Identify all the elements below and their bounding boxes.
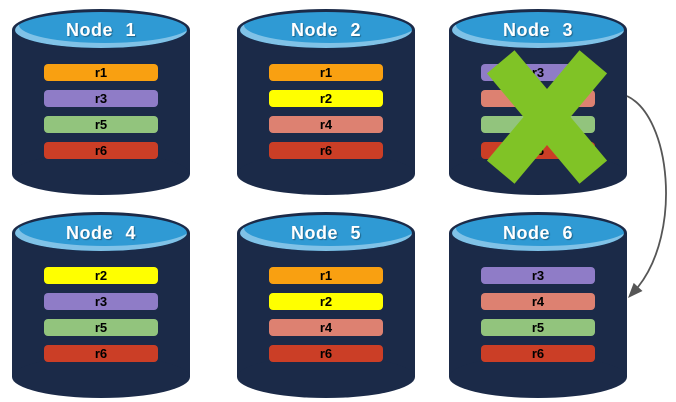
replica-bar-r2: r2: [44, 267, 158, 284]
replica-label: r6: [94, 143, 108, 158]
replica-label: r5: [94, 320, 108, 335]
failover-arrowhead-icon: [628, 282, 643, 298]
node-6: Node 6 r3 r4 r5 r6: [449, 212, 627, 398]
replica-bar-r6: r6: [269, 142, 383, 159]
cylinder-top-cap: Node 3: [449, 9, 627, 51]
node-1: Node 1 r1 r3 r5 r6: [12, 9, 190, 195]
failure-x-icon: [449, 9, 627, 195]
node-title: Node 3: [502, 19, 573, 40]
replica-bar-r5: r5: [481, 319, 595, 336]
replica-label: r2: [94, 268, 108, 283]
replica-list: r1 r3 r5 r6: [44, 64, 158, 168]
replica-label: r4: [531, 294, 545, 309]
replica-label: r1: [94, 65, 108, 80]
node-title: Node 4: [65, 222, 136, 243]
replica-label: r1: [319, 268, 333, 283]
cylinder-top-cap: Node 5: [237, 212, 415, 254]
replica-bar-r6: r6: [44, 345, 158, 362]
replica-bar-r5: r5: [44, 319, 158, 336]
node-title: Node 6: [502, 222, 573, 243]
replica-label: r3: [94, 91, 108, 106]
node-title: Node 2: [290, 19, 361, 40]
replica-bar-r2: r2: [269, 90, 383, 107]
replica-bar-r6: r6: [44, 142, 158, 159]
replica-list: r2 r3 r5 r6: [44, 267, 158, 371]
node-2: Node 2 r1 r2 r4 r6: [237, 9, 415, 195]
replica-label: r5: [531, 320, 545, 335]
replica-bar-r3: r3: [481, 267, 595, 284]
replica-label: r3: [531, 268, 545, 283]
replica-bar-r6: r6: [269, 345, 383, 362]
replica-label: r1: [319, 65, 333, 80]
cylinder-bottom-cap: [237, 153, 415, 195]
replica-bar-r1: r1: [269, 64, 383, 81]
cylinder-bottom-cap: [12, 356, 190, 398]
replica-bar-r3: r3: [44, 90, 158, 107]
node-title: Node 5: [290, 222, 361, 243]
replica-label: r6: [531, 346, 545, 361]
replica-label: r6: [94, 346, 108, 361]
replica-label: r4: [319, 320, 333, 335]
cylinder-top-cap: Node 6: [449, 212, 627, 254]
replica-bar-r4: r4: [269, 116, 383, 133]
cylinder-top-cap: Node 1: [12, 9, 190, 51]
node-title: Node 1: [65, 19, 136, 40]
replica-bar-r4: r4: [481, 293, 595, 310]
cylinder-bottom-cap: [237, 356, 415, 398]
cylinder-bottom-cap: [12, 153, 190, 195]
replica-list: r3 r4 r5 r6: [481, 267, 595, 371]
replica-bar-r1: r1: [269, 267, 383, 284]
replica-label: r5: [94, 117, 108, 132]
cylinder-top-cap: Node 4: [12, 212, 190, 254]
replica-bar-r4: r4: [269, 319, 383, 336]
replica-label: r6: [319, 346, 333, 361]
node-4: Node 4 r2 r3 r5 r6: [12, 212, 190, 398]
replica-label: r2: [319, 91, 333, 106]
cylinder-bottom-cap: [449, 356, 627, 398]
replica-label: r6: [319, 143, 333, 158]
failover-arrow-curve: [626, 95, 667, 288]
node-5: Node 5 r1 r2 r4 r6: [237, 212, 415, 398]
replica-bar-r6: r6: [481, 345, 595, 362]
replica-bar-r5: r5: [44, 116, 158, 133]
replica-label: r4: [319, 117, 333, 132]
replica-bar-r2: r2: [269, 293, 383, 310]
replica-label: r2: [319, 294, 333, 309]
replica-list: r1 r2 r4 r6: [269, 267, 383, 371]
cylinder-top-cap: Node 2: [237, 9, 415, 51]
replica-list: r1 r2 r4 r6: [269, 64, 383, 168]
replica-bar-r1: r1: [44, 64, 158, 81]
replica-bar-r3: r3: [44, 293, 158, 310]
replica-label: r3: [94, 294, 108, 309]
